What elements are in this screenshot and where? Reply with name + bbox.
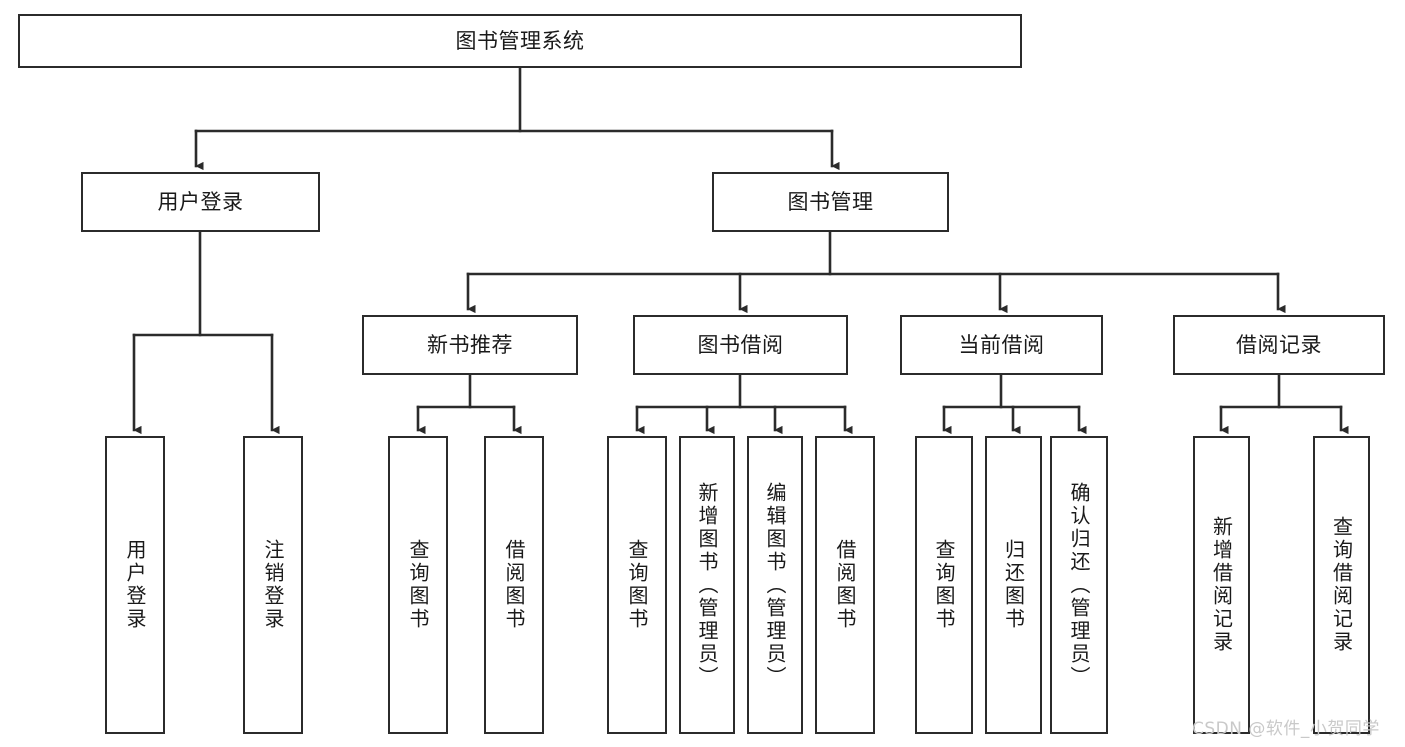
leaf-current-confirm-return-admin-label: 确认归还（管理员） xyxy=(1067,481,1091,689)
leaf-user-login-signout-label: 注销登录 xyxy=(261,539,285,631)
leaf-borrow-borrow-book[interactable]: 借阅图书 xyxy=(815,436,875,734)
leaf-user-login-signin[interactable]: 用户登录 xyxy=(105,436,165,734)
leaf-borrow-query[interactable]: 查询图书 xyxy=(607,436,667,734)
node-current-borrow[interactable]: 当前借阅 xyxy=(900,315,1103,375)
node-root-system-label: 图书管理系统 xyxy=(455,28,585,53)
node-borrow-records[interactable]: 借阅记录 xyxy=(1173,315,1385,375)
leaf-borrow-add-book-admin[interactable]: 新增图书（管理员） xyxy=(679,436,735,734)
node-book-management[interactable]: 图书管理 xyxy=(712,172,949,232)
leaf-user-login-signin-label: 用户登录 xyxy=(123,539,147,631)
leaf-current-return-label: 归还图书 xyxy=(1001,539,1026,631)
leaf-current-confirm-return-admin[interactable]: 确认归还（管理员） xyxy=(1050,436,1108,734)
leaf-new-books-borrow-label: 借阅图书 xyxy=(502,539,526,631)
leaf-new-books-query-label: 查询图书 xyxy=(406,539,430,631)
node-borrow-records-label: 借阅记录 xyxy=(1236,332,1322,357)
leaf-current-return[interactable]: 归还图书 xyxy=(985,436,1042,734)
node-book-borrow[interactable]: 图书借阅 xyxy=(633,315,848,375)
node-new-book-recommend-label: 新书推荐 xyxy=(427,332,513,357)
leaf-current-query[interactable]: 查询图书 xyxy=(915,436,973,734)
leaf-new-books-query[interactable]: 查询图书 xyxy=(388,436,448,734)
node-user-login[interactable]: 用户登录 xyxy=(81,172,320,232)
node-root-system[interactable]: 图书管理系统 xyxy=(18,14,1022,68)
leaf-records-query-label: 查询借阅记录 xyxy=(1329,516,1354,654)
leaf-records-add[interactable]: 新增借阅记录 xyxy=(1193,436,1250,734)
node-user-login-label: 用户登录 xyxy=(157,189,244,214)
leaf-borrow-edit-book-admin-label: 编辑图书（管理员） xyxy=(763,481,787,689)
leaf-borrow-edit-book-admin[interactable]: 编辑图书（管理员） xyxy=(747,436,803,734)
leaf-borrow-add-book-admin-label: 新增图书（管理员） xyxy=(695,481,719,689)
node-book-management-label: 图书管理 xyxy=(787,189,874,214)
leaf-borrow-borrow-book-label: 借阅图书 xyxy=(833,539,857,631)
node-new-book-recommend[interactable]: 新书推荐 xyxy=(362,315,578,375)
csdn-watermark: CSDN @软件_小贺同学 xyxy=(1192,719,1380,739)
node-book-borrow-label: 图书借阅 xyxy=(697,332,784,357)
leaf-records-add-label: 新增借阅记录 xyxy=(1209,516,1234,654)
leaf-user-login-signout[interactable]: 注销登录 xyxy=(243,436,303,734)
leaf-borrow-query-label: 查询图书 xyxy=(625,539,649,631)
node-current-borrow-label: 当前借阅 xyxy=(958,332,1045,357)
leaf-records-query[interactable]: 查询借阅记录 xyxy=(1313,436,1370,734)
leaf-new-books-borrow[interactable]: 借阅图书 xyxy=(484,436,544,734)
leaf-current-query-label: 查询图书 xyxy=(932,539,956,631)
